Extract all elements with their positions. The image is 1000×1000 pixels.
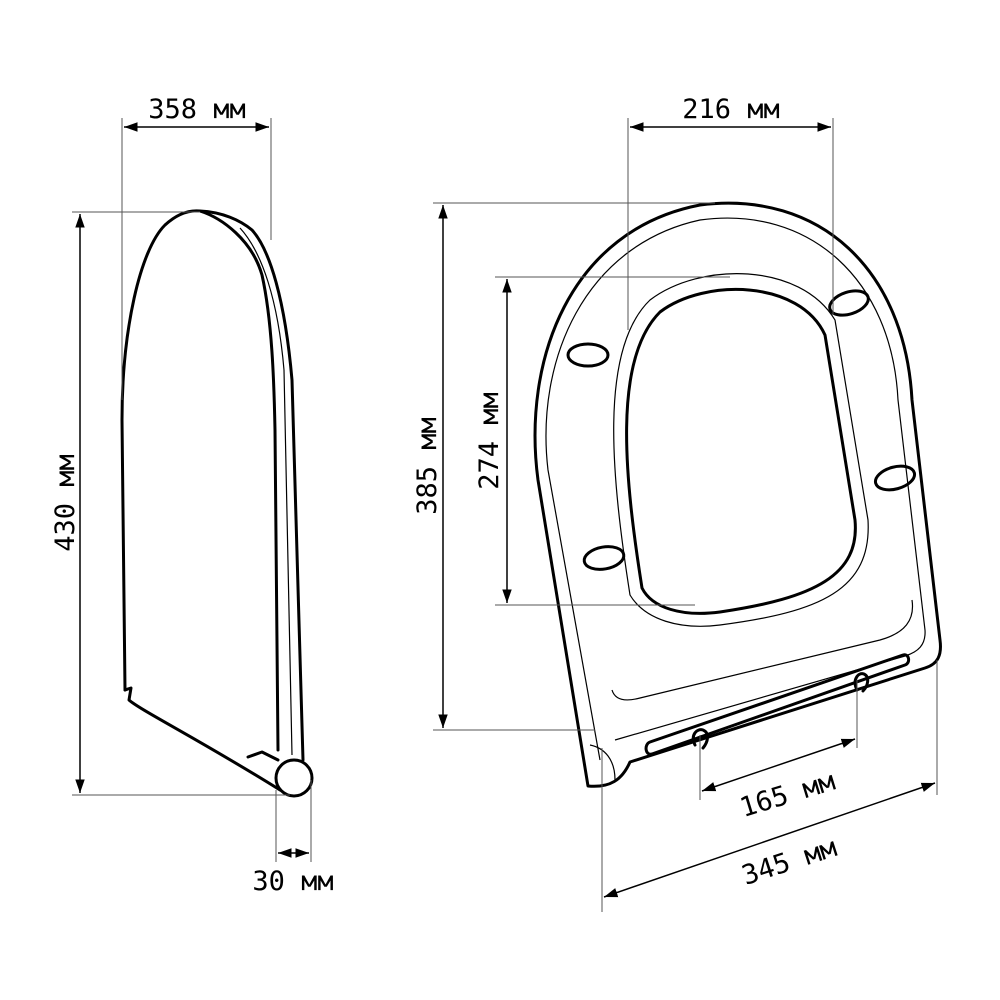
outer-width-label: 345 мм — [738, 832, 840, 892]
seat-front-outline — [533, 201, 942, 788]
front-view: 216 мм 385 мм 274 мм 165 мм 345 мм — [412, 94, 942, 912]
bumper-1 — [566, 342, 610, 368]
hinge-circle — [274, 758, 314, 798]
inner-width-label: 216 мм — [682, 94, 780, 125]
side-width-label: 358 мм — [148, 94, 246, 125]
seat-side-lid — [198, 209, 280, 752]
bumper-2 — [828, 289, 870, 317]
outer-length-label: 385 мм — [412, 417, 443, 515]
inner-length-label: 274 мм — [474, 392, 505, 490]
side-thickness-label: 30 мм — [252, 866, 333, 897]
hinge-bar — [644, 653, 911, 756]
side-view: 358 мм 430 мм 30 мм — [50, 94, 334, 897]
seat-opening — [625, 288, 857, 615]
bumper-3 — [873, 464, 917, 492]
bumper-4 — [582, 545, 626, 571]
seat-side-bottom — [123, 686, 282, 792]
side-height-label: 430 мм — [50, 454, 81, 552]
